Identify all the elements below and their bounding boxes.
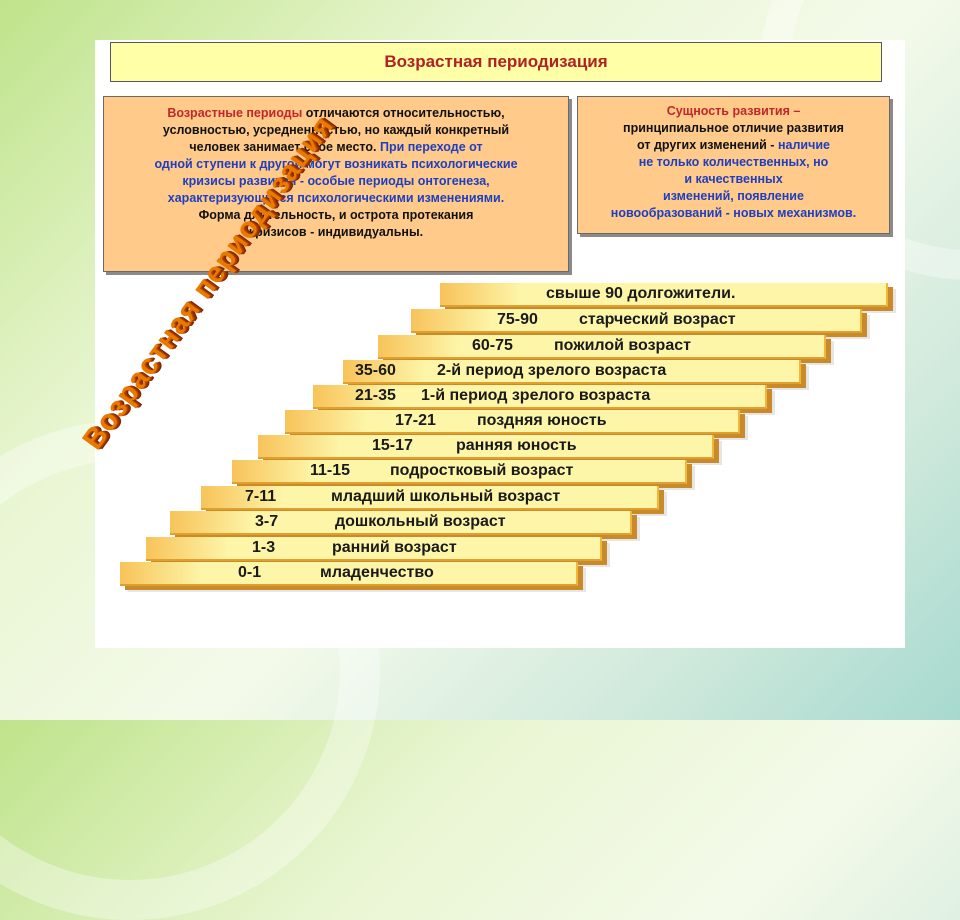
note-text: условностью, усредненностью, но каждый к… xyxy=(162,123,510,137)
stair-step: 11-15 подростковый возраст xyxy=(232,460,687,484)
note-text: от других изменений - xyxy=(637,138,778,152)
step-age: 21-35 xyxy=(355,387,396,404)
note-highlight: Сущность развития – xyxy=(666,104,801,118)
note-text: одной ступени к другой могут возникать п… xyxy=(154,157,518,171)
stair-step: 1-3 ранний возраст xyxy=(146,537,602,561)
note-highlight: При переходе от xyxy=(379,140,483,154)
note-text: характеризующиеся психологическими измен… xyxy=(167,191,505,205)
staircase: свыше 90 долгожители. 75-90 старческий в… xyxy=(120,283,888,586)
age-periods-note: Возрастные периоды отличаются относитель… xyxy=(103,96,569,272)
step-name: ранний возраст xyxy=(332,539,457,556)
step-name: старческий возраст xyxy=(579,311,736,328)
step-age: 0-1 xyxy=(238,564,262,581)
step-name: младенчество xyxy=(320,564,434,581)
step-age: 7-11 xyxy=(245,488,277,505)
note-text: новообразований - новых механизмов. xyxy=(610,206,857,220)
step-name: поздняя юность xyxy=(477,412,607,429)
stair-step: 3-7 дошкольный возраст xyxy=(170,511,632,535)
step-name: 1-й период зрелого возраста xyxy=(421,387,651,404)
stair-step: 75-90 старческий возраст xyxy=(411,309,862,333)
step-name: подростковый возраст xyxy=(390,462,574,479)
note-text: принципиальное отличие развития xyxy=(623,121,844,135)
step-age: 1-3 xyxy=(252,539,276,556)
step-name: дошкольный возраст xyxy=(335,513,506,530)
note-text: изменений, появление xyxy=(663,189,804,203)
note-text: человек занимает свое место. xyxy=(189,140,380,154)
stair-step: 17-21 поздняя юность xyxy=(285,410,740,434)
step-age: 17-21 xyxy=(395,412,436,429)
step-age: 75-90 xyxy=(497,311,538,328)
step-name: свыше 90 долгожители. xyxy=(546,285,736,302)
stair-step: 21-35 1-й период зрелого возраста xyxy=(313,385,767,409)
note-text: Форма длительность, и острота протекания xyxy=(198,208,474,222)
note-text: и качественных xyxy=(684,172,783,186)
note-text: кризисы развития - особые периоды онтоге… xyxy=(182,174,490,188)
step-age: 60-75 xyxy=(472,337,513,354)
step-name: пожилой возраст xyxy=(554,337,691,354)
stair-step: 60-75 пожилой возраст xyxy=(378,335,826,359)
step-age: 15-17 xyxy=(372,437,413,454)
stair-step: 0-1 младенчество xyxy=(120,562,578,586)
stair-step: 35-60 2-й период зрелого возраста xyxy=(343,360,801,384)
note-highlight: Возрастные периоды xyxy=(167,106,303,120)
step-age: 3-7 xyxy=(255,513,279,530)
step-age: 35-60 xyxy=(355,362,396,379)
stair-step: 15-17 ранняя юность xyxy=(258,435,714,459)
page-title: Возрастная периодизация xyxy=(110,42,882,82)
stair-step: 7-11 младший школьный возраст xyxy=(201,486,659,510)
step-name: 2-й период зрелого возраста xyxy=(437,362,667,379)
stair-step: свыше 90 долгожители. xyxy=(440,283,888,307)
development-essence-note: Сущность развития – принципиальное отлич… xyxy=(577,96,890,234)
note-text: отличаются относительностью, xyxy=(302,106,505,120)
note-text: кризисов - индивидуальны. xyxy=(248,225,424,239)
note-highlight: наличие xyxy=(777,138,830,152)
step-name: ранняя юность xyxy=(456,437,577,454)
step-age: 11-15 xyxy=(310,462,351,479)
note-text: не только количественных, но xyxy=(638,155,829,169)
step-name: младший школьный возраст xyxy=(331,488,561,505)
